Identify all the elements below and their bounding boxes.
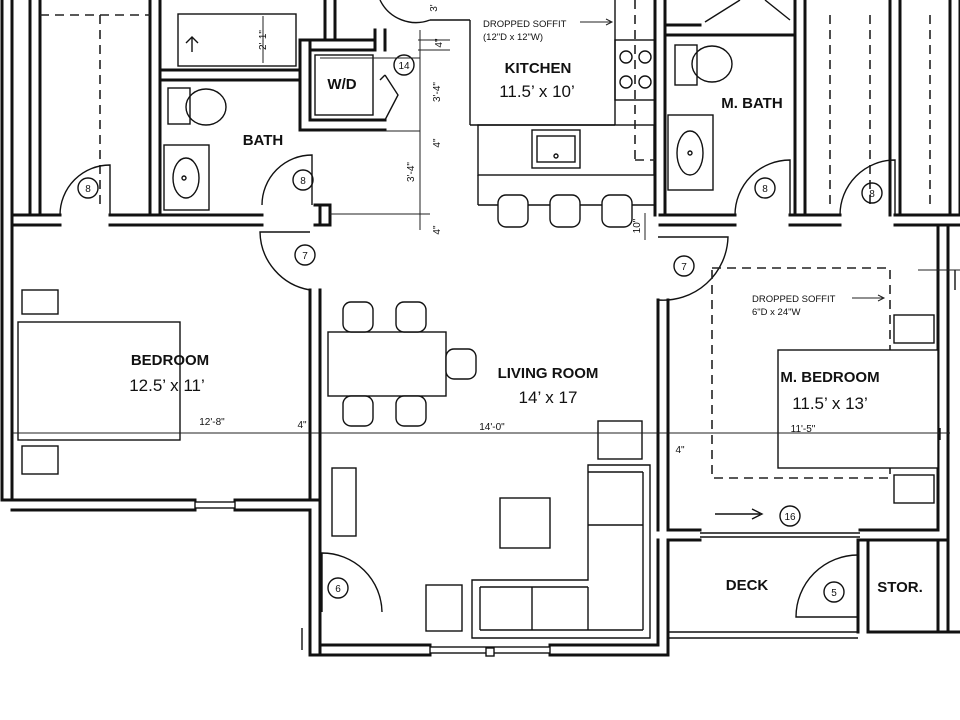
dim-mbr-width: 11'-5" bbox=[791, 424, 816, 435]
door-tag-label: 14 bbox=[398, 61, 410, 72]
bedroom-name: BEDROOM bbox=[131, 352, 209, 369]
door-tag-7a bbox=[294, 244, 316, 266]
dim-gap-a: 4" bbox=[434, 38, 445, 48]
dim-wall-left: 4" bbox=[297, 420, 307, 431]
dim-gap-c: 4" bbox=[432, 225, 443, 235]
dimension-lines bbox=[11, 16, 960, 440]
dim-wd-depth: 3'-4" bbox=[432, 82, 443, 102]
dim-living-width: 14'-0" bbox=[479, 422, 505, 433]
bath-fixtures bbox=[163, 13, 733, 211]
deck-name: DECK bbox=[726, 577, 769, 594]
door-tag-label: 8 bbox=[762, 184, 768, 195]
mbr-soffit-note: DROPPED SOFFIT bbox=[752, 294, 836, 305]
storage-name: STOR. bbox=[877, 579, 923, 596]
kitchen-fixtures bbox=[430, 0, 656, 228]
door-tag-label: 7 bbox=[302, 251, 308, 262]
door-tag-label: 5 bbox=[831, 588, 837, 599]
master-bedroom-size: 11.5’ x 13’ bbox=[792, 394, 868, 413]
living-room-name: LIVING ROOM bbox=[498, 365, 599, 382]
door-tag-label: 8 bbox=[869, 189, 875, 200]
door-tag-label: 6 bbox=[335, 584, 341, 595]
kitchen-soffit-note: DROPPED SOFFIT bbox=[483, 19, 567, 30]
kitchen-size: 11.5’ x 10’ bbox=[499, 82, 575, 101]
door-tag-16 bbox=[779, 505, 801, 527]
door-tag-14 bbox=[393, 54, 415, 76]
door-tag-6 bbox=[327, 577, 349, 599]
door-tag-label: 8 bbox=[85, 184, 91, 195]
door-tag-8a bbox=[77, 177, 99, 199]
master-bath-name: M. BATH bbox=[721, 95, 782, 112]
kitchen-name: KITCHEN bbox=[505, 60, 572, 77]
living-room-size: 14’ x 17 bbox=[519, 388, 578, 407]
laundry-name: W/D bbox=[327, 76, 356, 93]
door-tag-label: 8 bbox=[300, 176, 306, 187]
bath-name: BATH bbox=[243, 132, 284, 149]
living-furniture bbox=[327, 301, 651, 639]
windows bbox=[194, 270, 956, 657]
kitchen-soffit-size: (12"D x 12"W) bbox=[483, 32, 543, 43]
master-bedroom-furniture bbox=[711, 267, 939, 504]
door-tag-8d bbox=[861, 182, 883, 204]
door-tag-8b bbox=[292, 169, 314, 191]
door-tag-8c bbox=[754, 177, 776, 199]
closet-dashed-lines bbox=[40, 14, 931, 210]
door-tag-label: 16 bbox=[784, 512, 796, 523]
dim-gap-d: 10" bbox=[632, 218, 643, 233]
dim-bedroom-width: 12'-8" bbox=[199, 417, 225, 428]
door-tag-7b bbox=[673, 255, 695, 277]
bedroom-size: 12.5’ x 11’ bbox=[129, 376, 205, 395]
dim-bath-depth: 3'-4" bbox=[406, 162, 417, 182]
door-tag-5 bbox=[823, 581, 845, 603]
doors: 8 8 8 8 7 7 14 6 5 16 bbox=[59, 0, 896, 618]
dim-top-partial: 3' bbox=[429, 4, 440, 12]
dim-bath-tub: 2'-1" bbox=[258, 30, 269, 50]
mbr-soffit-size: 6"D x 24"W bbox=[752, 307, 800, 318]
walls bbox=[0, 0, 960, 657]
door-tag-label: 7 bbox=[681, 262, 687, 273]
master-bedroom-name: M. BEDROOM bbox=[780, 369, 879, 386]
dim-wall-right: 4" bbox=[675, 445, 685, 456]
dim-gap-b: 4" bbox=[432, 138, 443, 148]
bedroom-furniture bbox=[17, 289, 181, 475]
